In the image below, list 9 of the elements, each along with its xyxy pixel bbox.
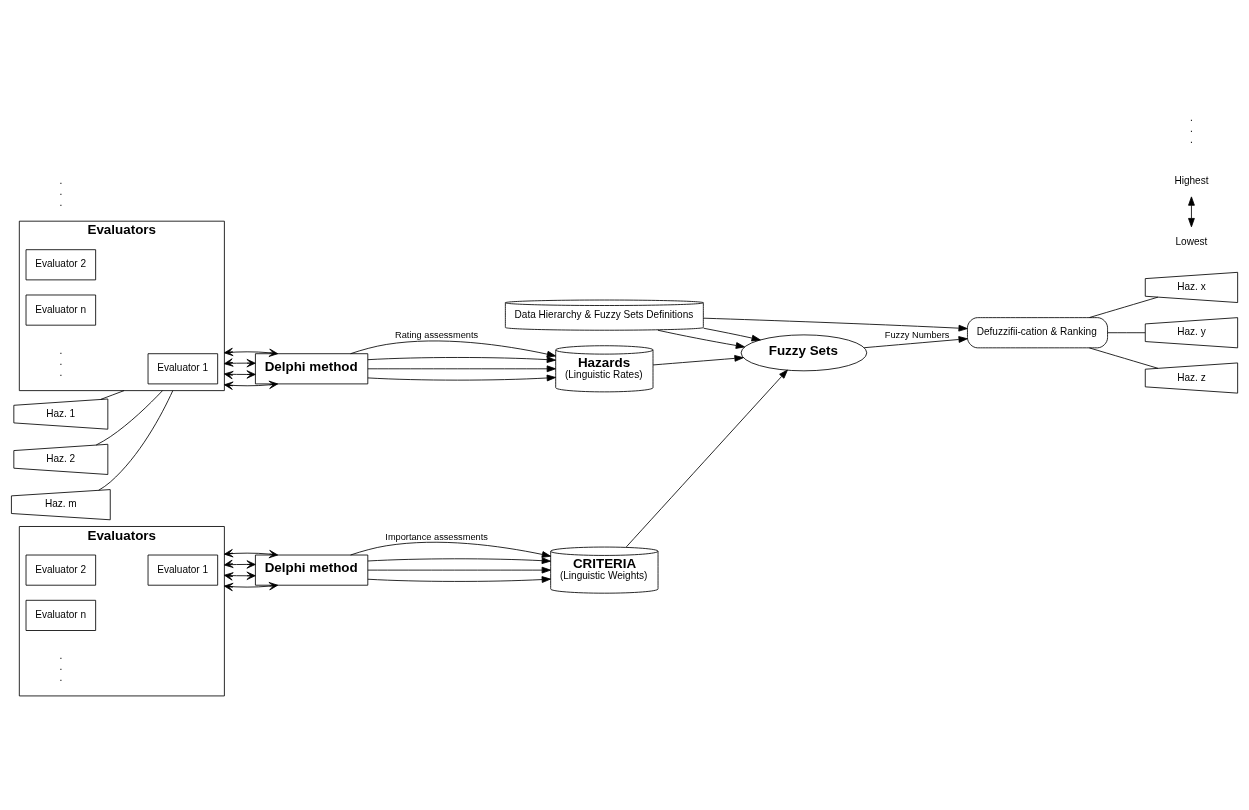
edge-label: Fuzzy Numbers bbox=[884, 329, 950, 340]
label: . . . bbox=[59, 174, 63, 208]
label: Highest bbox=[1174, 174, 1209, 186]
label: . . . bbox=[59, 649, 63, 683]
label: . . . bbox=[59, 344, 63, 378]
label: Lowest bbox=[1175, 235, 1208, 247]
edge-label: Importance assessments bbox=[385, 531, 488, 542]
edge-label: Rating assessments bbox=[395, 329, 479, 340]
label: . . . bbox=[1190, 111, 1193, 145]
